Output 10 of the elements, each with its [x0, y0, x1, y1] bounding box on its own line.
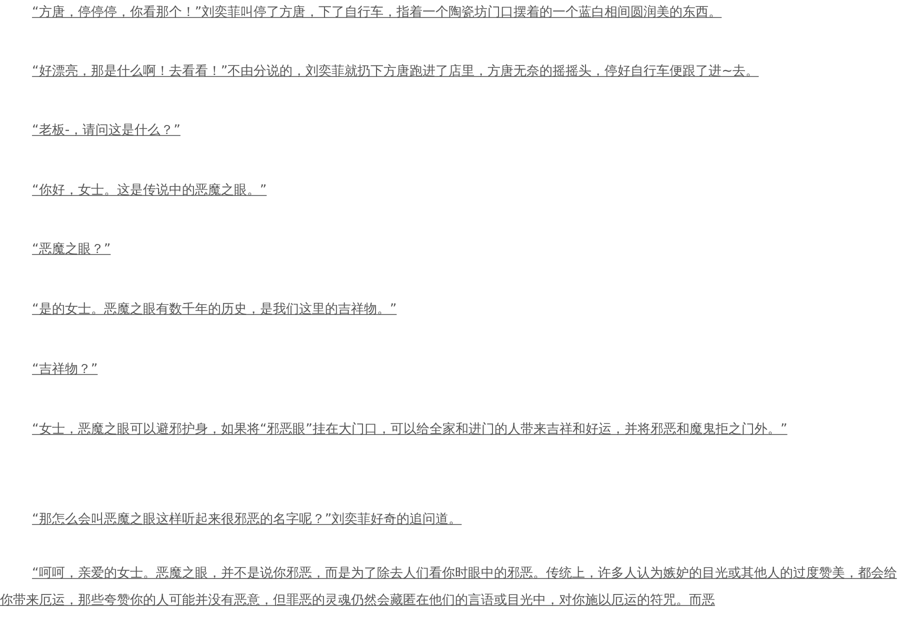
paragraph: “女士，恶魔之眼可以避邪护身，如果将“邪恶眼”挂在大门口，可以给全家和进门的人带来吉祥和好运，并将邪恶和魔鬼拒之门外。” [32, 421, 788, 439]
paragraph: “老板-，请问这是什么？” [32, 122, 180, 140]
paragraph: “是的女士。恶魔之眼有数千年的历史，是我们这里的吉祥物。” [32, 301, 397, 319]
paragraph: “你好，女士。这是传说中的恶魔之眼。” [32, 182, 267, 200]
paragraph: “吉祥物？” [32, 361, 98, 379]
paragraph: “好漂亮，那是什么啊！去看看！”不由分说的，刘奕菲就扔下方唐跑进了店里，方唐无奈的摇摇头，停好自行车便跟了进~去。 [32, 63, 759, 81]
paragraph: “方唐，停停停，你看那个！”刘奕菲叫停了方唐，下了自行车，指着一个陶瓷坊门口摆着的一个蓝白相间圆润美的东西。 [32, 4, 722, 22]
paragraph: “恶魔之眼？” [32, 241, 111, 259]
paragraph: “那怎么会叫恶魔之眼这样听起来很邪恶的名字呢？”刘奕菲好奇的追问道。 [32, 511, 462, 529]
paragraph: “呵呵，亲爱的女士。恶魔之眼，并不是说你邪恶，而是为了除去人们看你时眼中的邪恶。传统上，许多人认为嫉妒的目光或其他人的过度赞美，都会给你带来厄运，那些夸赞你的人可能并没有恶意，但罪恶的灵魂仍然会藏匿在他们的言语或目光中，对你施以厄运的符咒。而恶 [0, 565, 898, 610]
